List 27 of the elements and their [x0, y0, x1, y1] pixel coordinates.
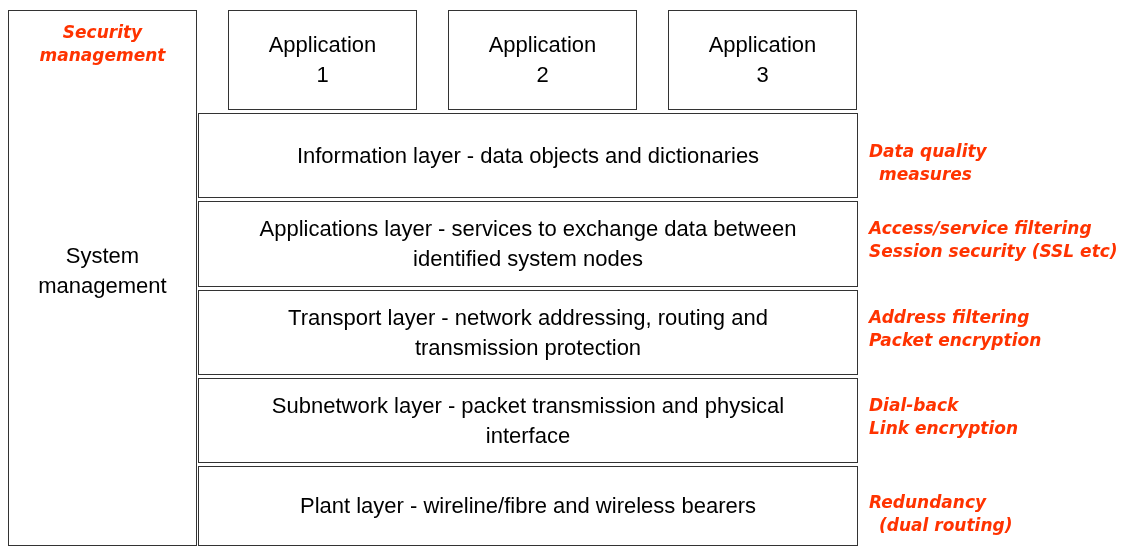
application-box	[448, 10, 637, 110]
panel-heading: Security management	[38, 21, 167, 67]
layer-label: Information layer - data objects and dictionaries	[295, 141, 761, 170]
layer-box	[198, 113, 858, 198]
security-note: Dial-back	[869, 393, 959, 417]
application-box	[668, 10, 857, 110]
panel-title: System management	[37, 242, 168, 300]
management-panel	[8, 10, 197, 546]
layer-label: Transport layer - network addressing, routing and transmission protection	[287, 303, 769, 362]
layer-label: Subnetwork layer - packet transmission and physical interface	[270, 391, 786, 450]
security-note: Session security (SSL etc)	[869, 240, 1118, 263]
application-label: Application 3	[707, 31, 818, 89]
security-note: Access/service filtering	[869, 217, 1092, 240]
security-note: Data quality measures	[869, 140, 988, 186]
layer-label: Applications layer - services to exchange data between identified system nodes	[258, 215, 798, 273]
layer-box	[198, 290, 858, 375]
application-label: Application 1	[267, 31, 378, 89]
layer-box	[198, 201, 858, 287]
layer-box	[198, 378, 858, 463]
security-note: Packet encryption	[869, 328, 1042, 352]
application-box	[228, 10, 417, 110]
security-note: Address filtering	[869, 305, 1030, 329]
security-note: Redundancy (dual routing)	[869, 490, 1014, 537]
layer-box	[198, 466, 858, 546]
security-note: Link encryption	[869, 416, 1019, 440]
application-label: Application 2	[487, 31, 598, 89]
layer-label: Plant layer - wireline/fibre and wireless bearers	[298, 492, 758, 520]
